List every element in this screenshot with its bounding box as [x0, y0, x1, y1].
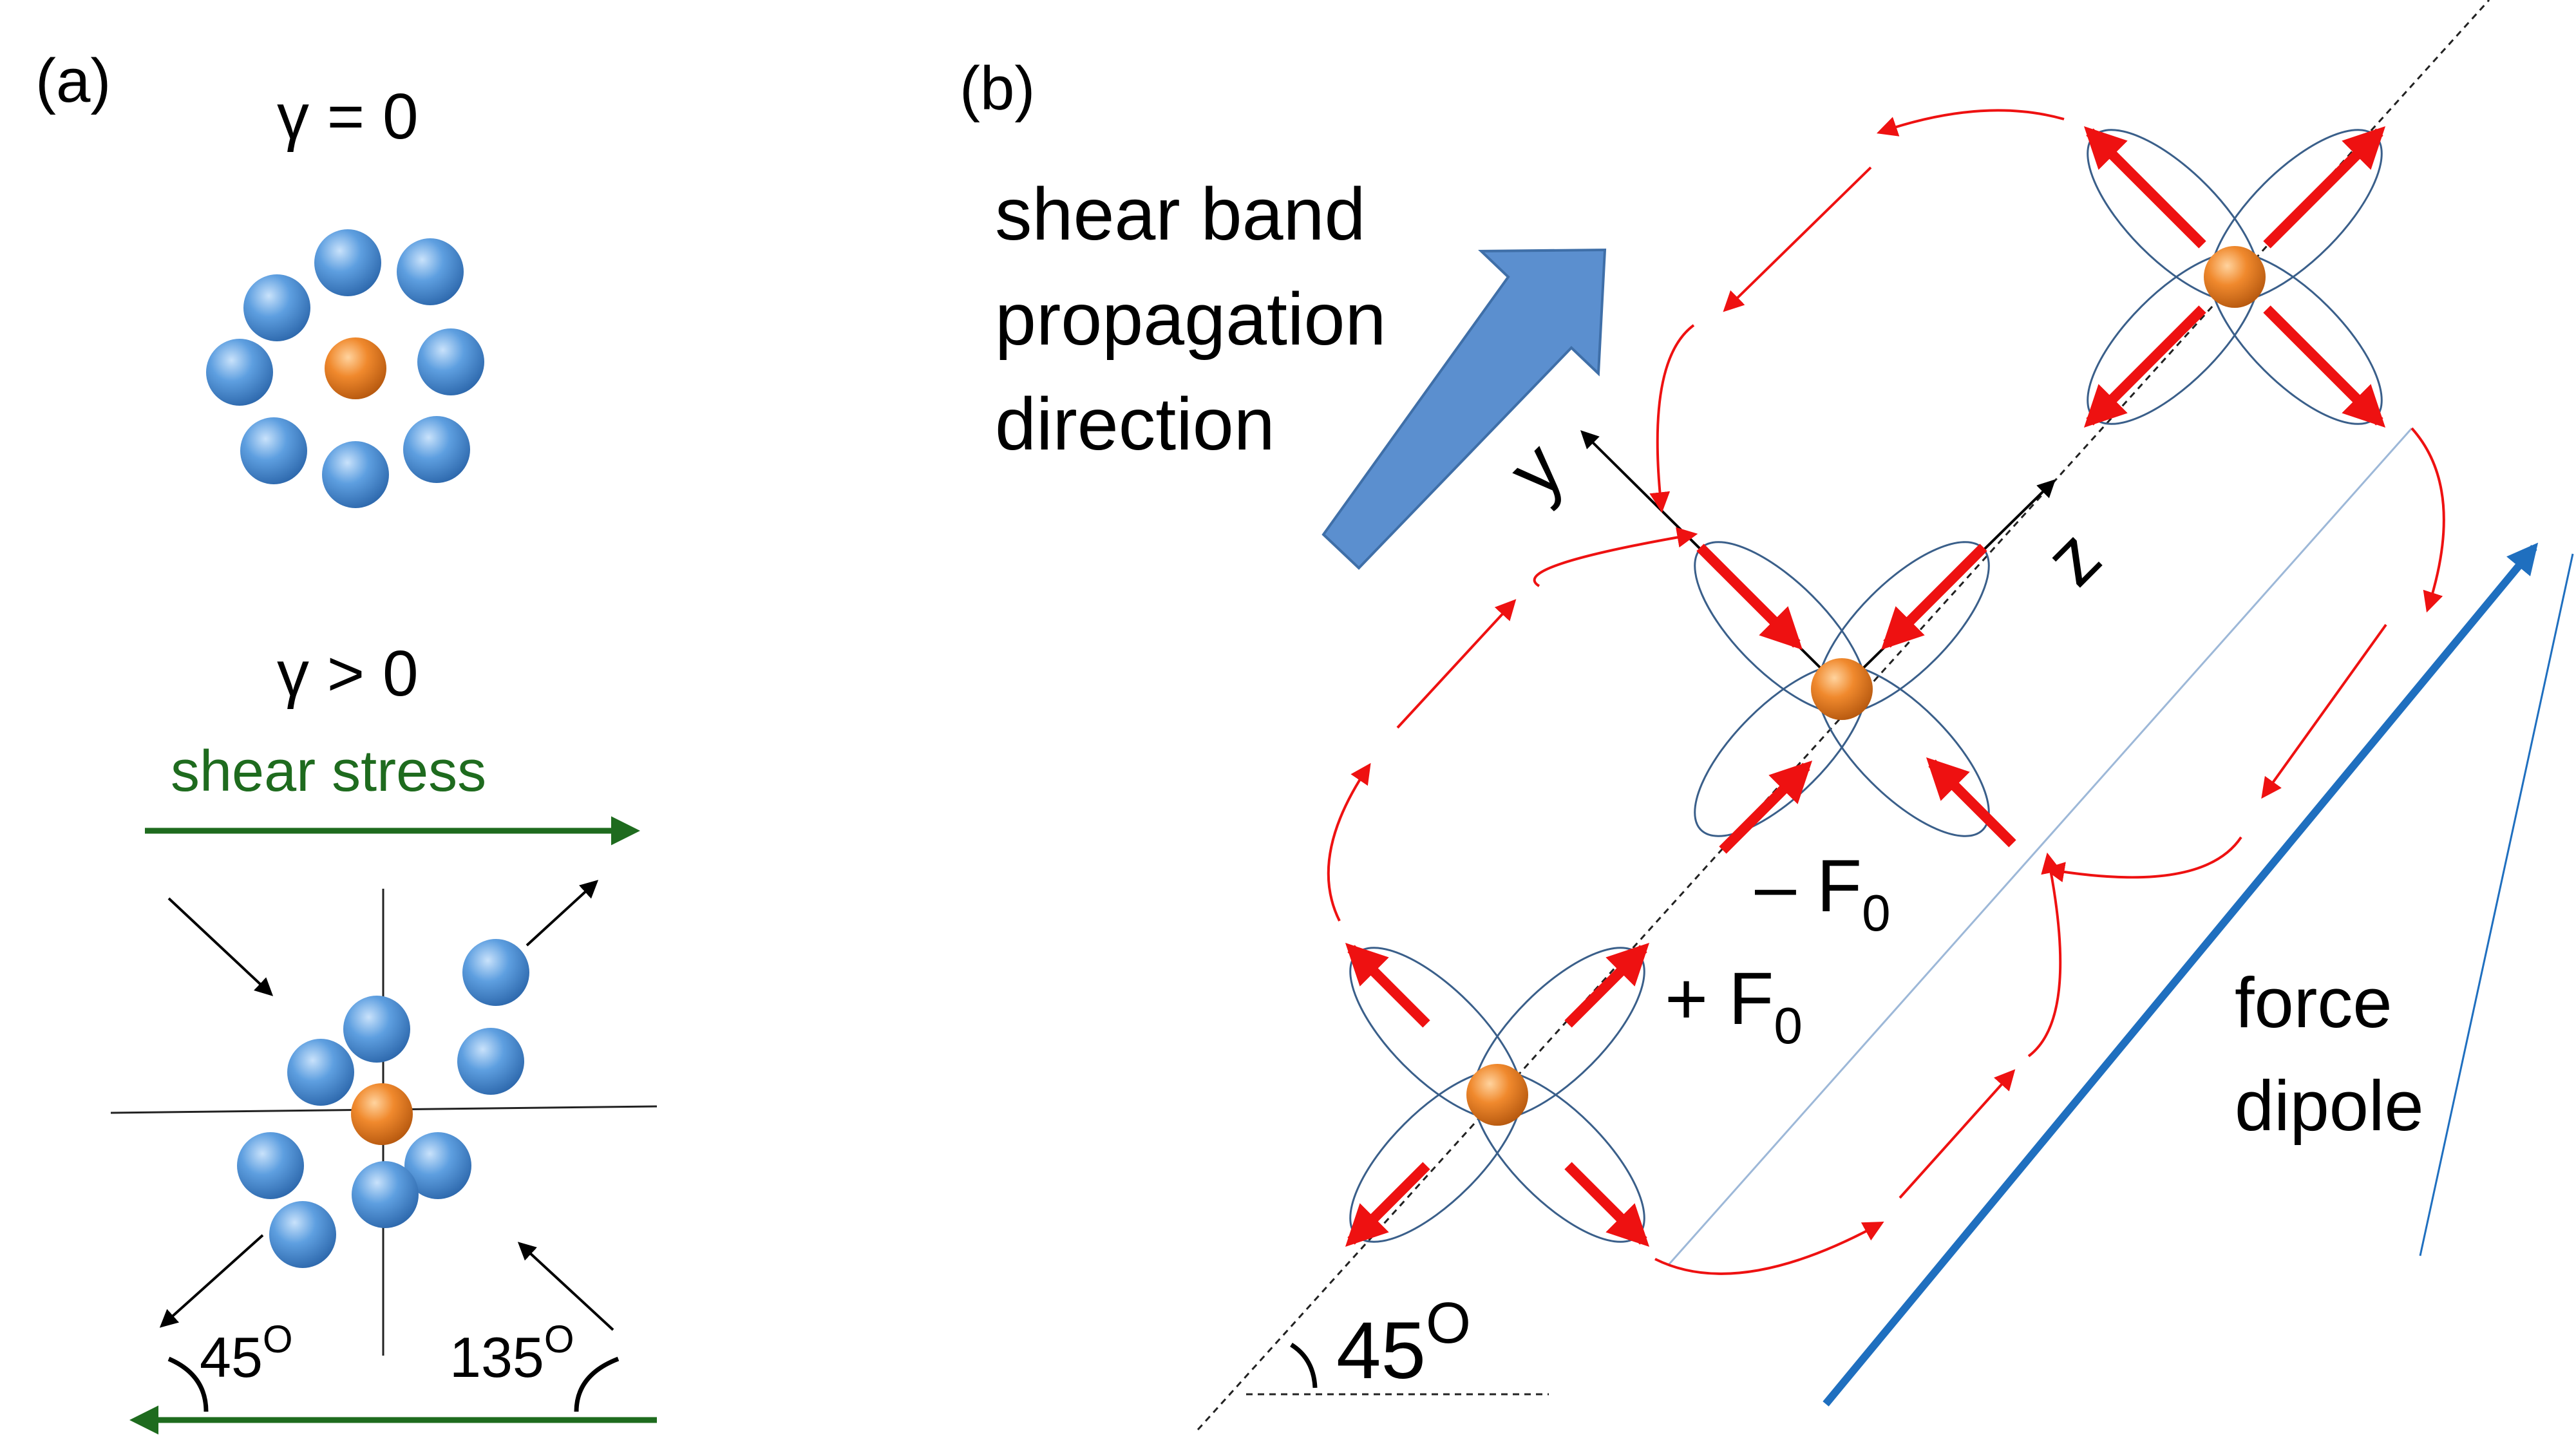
- z-axis-label: z: [2029, 513, 2117, 601]
- force-arrow: [1696, 544, 1803, 650]
- force-arrow: [2083, 305, 2206, 428]
- force-dipole-motif-middle: [1694, 541, 2016, 854]
- angle-45-arc: [167, 1356, 209, 1412]
- neighbor-atom: [462, 939, 529, 1006]
- neighbor-atom: [403, 416, 470, 483]
- central-atom: [351, 1083, 413, 1145]
- neighbor-atom: [240, 417, 307, 484]
- neighbor-atom: [206, 339, 273, 406]
- neighbor-atom: [243, 274, 310, 341]
- motion-arrow: [159, 1234, 264, 1328]
- central-atom: [1811, 658, 1873, 720]
- force-dipole-motif-top: [2083, 126, 2386, 428]
- neighbor-atom: [397, 238, 464, 305]
- neighbor-atom: [343, 996, 410, 1063]
- neighbor-atom: [457, 1028, 524, 1095]
- neighbor-atom: [352, 1161, 419, 1228]
- field-line: [1899, 1069, 2016, 1199]
- field-line: [1396, 599, 1517, 729]
- neighbor-atom: [417, 328, 484, 395]
- minus-f0-label: – F0: [1755, 845, 1891, 942]
- force-dipole-label-line1: force: [2235, 963, 2392, 1043]
- unsheared-cluster: [206, 229, 484, 508]
- panel-b: (b) shear band propagation direction 45O…: [960, 0, 2574, 1431]
- y-axis-label: y: [1492, 426, 1580, 514]
- field-line: [1327, 762, 1371, 922]
- field-line: [2410, 427, 2445, 613]
- panel-a: (a) γ = 0 γ > 0 shear stress: [35, 46, 658, 1435]
- force-dipole-motif-bottom: [1345, 942, 1650, 1247]
- motion-arrow: [517, 1242, 614, 1331]
- shear-stress-label: shear stress: [171, 739, 486, 804]
- propagation-direction-arrow: [1321, 248, 1607, 570]
- force-dipole-guide: [2419, 553, 2574, 1256]
- field-line: [2043, 836, 2242, 882]
- angle-45-arc: [1290, 1343, 1318, 1388]
- field-line: [2261, 623, 2387, 799]
- central-atom: [1466, 1064, 1528, 1126]
- gamma-positive-label: γ > 0: [277, 638, 419, 710]
- neighbor-atom: [314, 229, 381, 296]
- force-dipole-label-line2: dipole: [2235, 1066, 2424, 1146]
- force-dipole-arrow: [1823, 542, 2539, 1406]
- force-arrow: [1345, 1162, 1430, 1247]
- neighbor-atom: [269, 1201, 336, 1268]
- neighbor-atom: [322, 441, 389, 508]
- field-line: [1533, 527, 1698, 587]
- angle-45-label: 45O: [200, 1318, 293, 1389]
- central-atom: [2204, 246, 2266, 308]
- central-atom: [325, 337, 386, 399]
- neighbor-atom: [237, 1132, 304, 1199]
- field-line: [1649, 324, 1695, 513]
- force-arrow: [1926, 757, 2016, 848]
- force-arrow: [1564, 1162, 1650, 1247]
- panel-b-label: (b): [960, 54, 1035, 123]
- neighbor-atom: [287, 1039, 354, 1106]
- field-line: [1876, 109, 2065, 137]
- force-arrow: [1880, 544, 1987, 650]
- force-arrow: [1564, 942, 1650, 1028]
- plus-f0-label: + F0: [1665, 958, 1803, 1054]
- force-arrow: [2263, 305, 2386, 428]
- angle-45-label: 45O: [1336, 1291, 1471, 1396]
- field-line: [1723, 166, 1872, 312]
- force-arrow: [2263, 126, 2386, 249]
- propagation-label-line1: shear band: [995, 173, 1365, 256]
- field-line: [1654, 1221, 1884, 1275]
- force-arrow: [1345, 942, 1430, 1028]
- dipole-guide-thin: [1667, 428, 2413, 1266]
- propagation-label-line2: propagation: [995, 278, 1386, 361]
- neighbor-atom: [404, 1132, 471, 1199]
- force-arrow: [1719, 760, 1813, 854]
- angle-135-label: 135O: [450, 1318, 574, 1389]
- sheared-cluster: [237, 939, 529, 1268]
- propagation-label-line3: direction: [995, 383, 1275, 466]
- force-arrow: [2083, 126, 2206, 249]
- motion-arrow: [526, 880, 599, 947]
- motion-arrow: [167, 897, 274, 996]
- displacement-field-lines: [1327, 109, 2445, 1275]
- gamma-zero-label: γ = 0: [277, 80, 419, 153]
- angle-135-arc: [574, 1356, 620, 1412]
- field-line: [2027, 852, 2062, 1057]
- panel-a-label: (a): [35, 46, 111, 115]
